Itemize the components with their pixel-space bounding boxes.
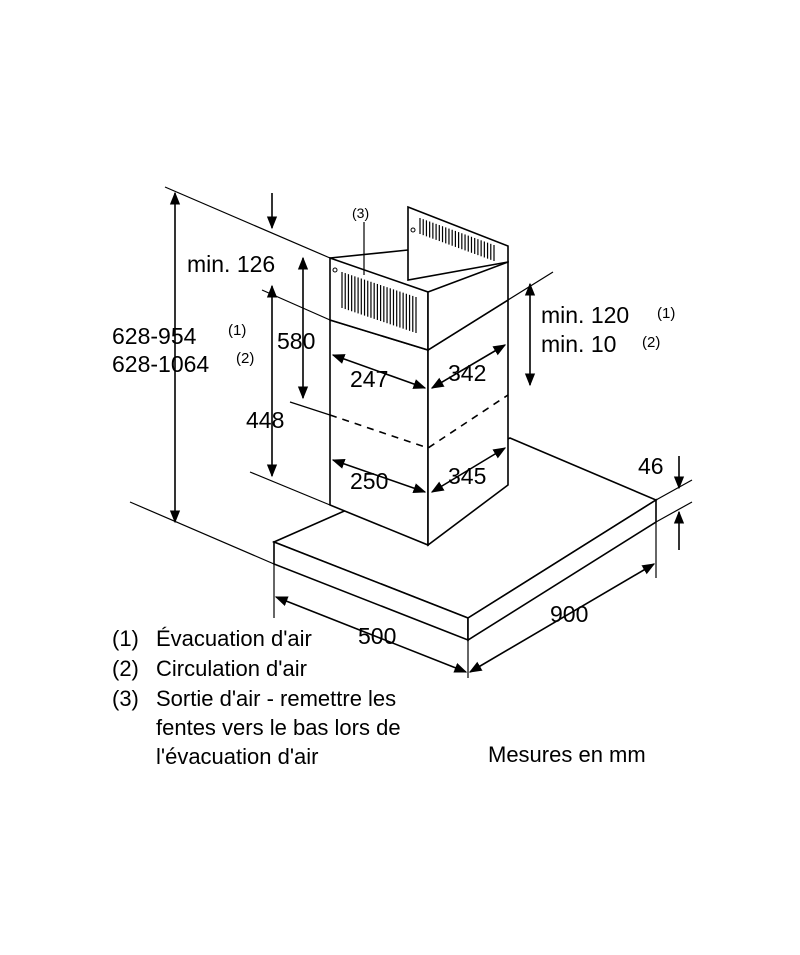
total-height-1-label: 628-954 xyxy=(112,323,197,349)
depth-345-label: 345 xyxy=(448,463,486,489)
extension-line-46-bottom xyxy=(655,501,693,523)
screw-hole-left xyxy=(332,267,338,273)
upper-chimney-top-edge xyxy=(329,249,409,259)
width-900-label: 900 xyxy=(550,601,588,627)
side-gap-1-label: min. 120 xyxy=(541,302,629,328)
side-gap-2-label: min. 10 xyxy=(541,331,616,357)
legend-3-text-line1: Sortie d'air - remettre les xyxy=(156,686,396,711)
air-outlet-slots-back xyxy=(419,218,495,261)
legend-3-text-line2: fentes vers le bas lors de xyxy=(156,715,401,740)
side-gap-1-note: (1) xyxy=(657,305,675,322)
dimension-lines xyxy=(129,186,693,678)
extension-line-46-top xyxy=(655,479,693,501)
lower-height-448-label: 448 xyxy=(246,407,284,433)
legend-2-text: Circulation d'air xyxy=(156,656,307,681)
legend-2-number: (2) xyxy=(112,656,139,681)
dimension-labels: (3) min. 126 628-954 (1) 628-1064 (2) 58… xyxy=(112,205,675,649)
units-note: Mesures en mm xyxy=(488,742,646,767)
total-height-1-note: (1) xyxy=(228,322,246,339)
legend: (1) Évacuation d'air (2) Circulation d'a… xyxy=(112,626,401,769)
total-height-2-note: (2) xyxy=(236,350,254,367)
width-247-label: 247 xyxy=(350,366,388,392)
depth-342-arrow xyxy=(430,344,507,389)
lower-chimney-front xyxy=(329,318,429,547)
legend-3-text-line3: l'évacuation d'air xyxy=(156,744,319,769)
min-126-label: min. 126 xyxy=(187,251,275,277)
width-250-arrow xyxy=(331,458,427,494)
width-900-arrow xyxy=(468,563,656,673)
legend-1-text: Évacuation d'air xyxy=(156,626,312,651)
width-250-label: 250 xyxy=(350,468,388,494)
depth-342-label: 342 xyxy=(448,360,486,386)
extension-line-bottom xyxy=(129,501,275,565)
depth-500-label: 500 xyxy=(358,623,396,649)
upper-height-580-label: 580 xyxy=(277,328,315,354)
legend-1-number: (1) xyxy=(112,626,139,651)
side-gap-2-note: (2) xyxy=(642,334,660,351)
air-outlet-slots-front xyxy=(341,272,417,333)
width-247-arrow xyxy=(331,354,427,389)
depth-345-arrow xyxy=(430,447,507,493)
screw-hole-back xyxy=(410,227,416,233)
depth-500-arrow xyxy=(274,596,468,673)
extension-line-448-bottom xyxy=(249,471,331,506)
total-height-2-label: 628-1064 xyxy=(112,351,209,377)
outlet-marker-label: (3) xyxy=(352,205,369,221)
extension-line-top xyxy=(164,186,331,259)
extension-line-448-top xyxy=(289,401,331,416)
legend-3-number: (3) xyxy=(112,686,139,711)
thickness-46-label: 46 xyxy=(638,453,664,479)
